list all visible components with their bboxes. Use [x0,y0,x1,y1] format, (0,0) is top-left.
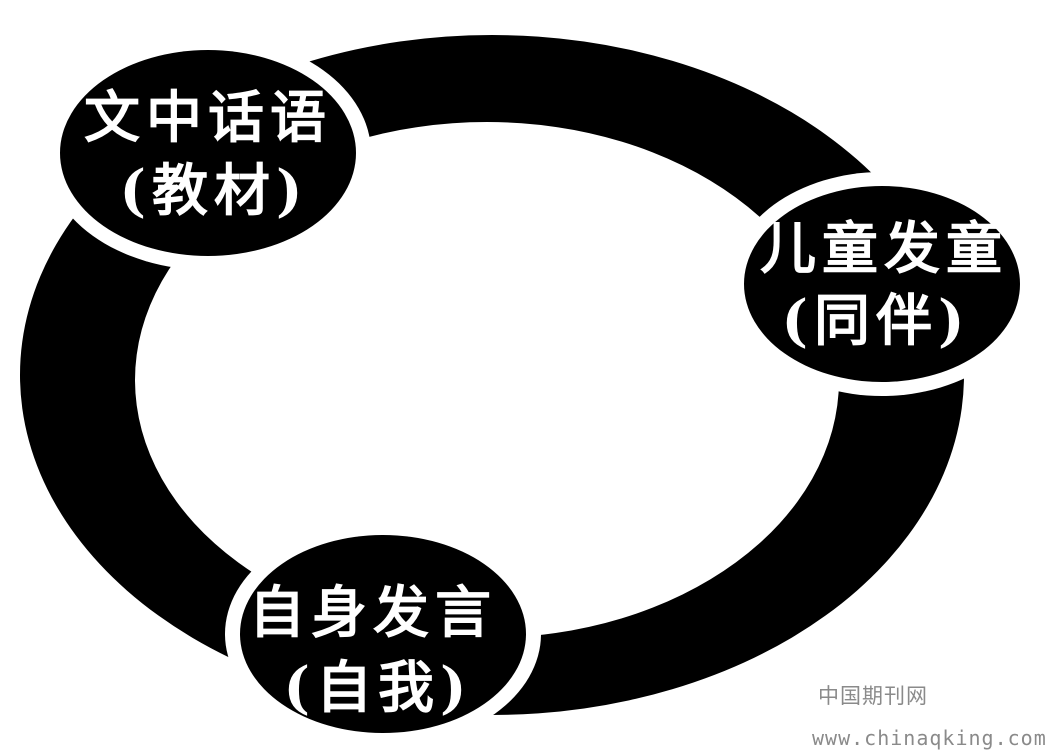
node-peer-bubble [744,186,1020,382]
node-textbook-sublabel: (教材) [120,158,309,224]
node-self: 自身发言 (自我) [225,521,541,747]
watermark-site-name: 中国期刊网 [818,684,928,708]
node-peer: 儿童发童 (同伴) [729,172,1035,396]
watermark-url: www.chinaqking.com [812,726,1047,750]
node-self-sublabel: (自我) [284,655,473,721]
node-textbook-label: 文中话语 [84,85,332,151]
node-textbook: 文中话语 (教材) [45,36,371,270]
node-peer-sublabel: (同伴) [782,288,971,354]
node-peer-label: 儿童发童 [760,216,1008,282]
node-self-label: 自身发言 [249,580,497,646]
node-self-bubble [240,535,526,733]
node-textbook-bubble [60,50,356,256]
